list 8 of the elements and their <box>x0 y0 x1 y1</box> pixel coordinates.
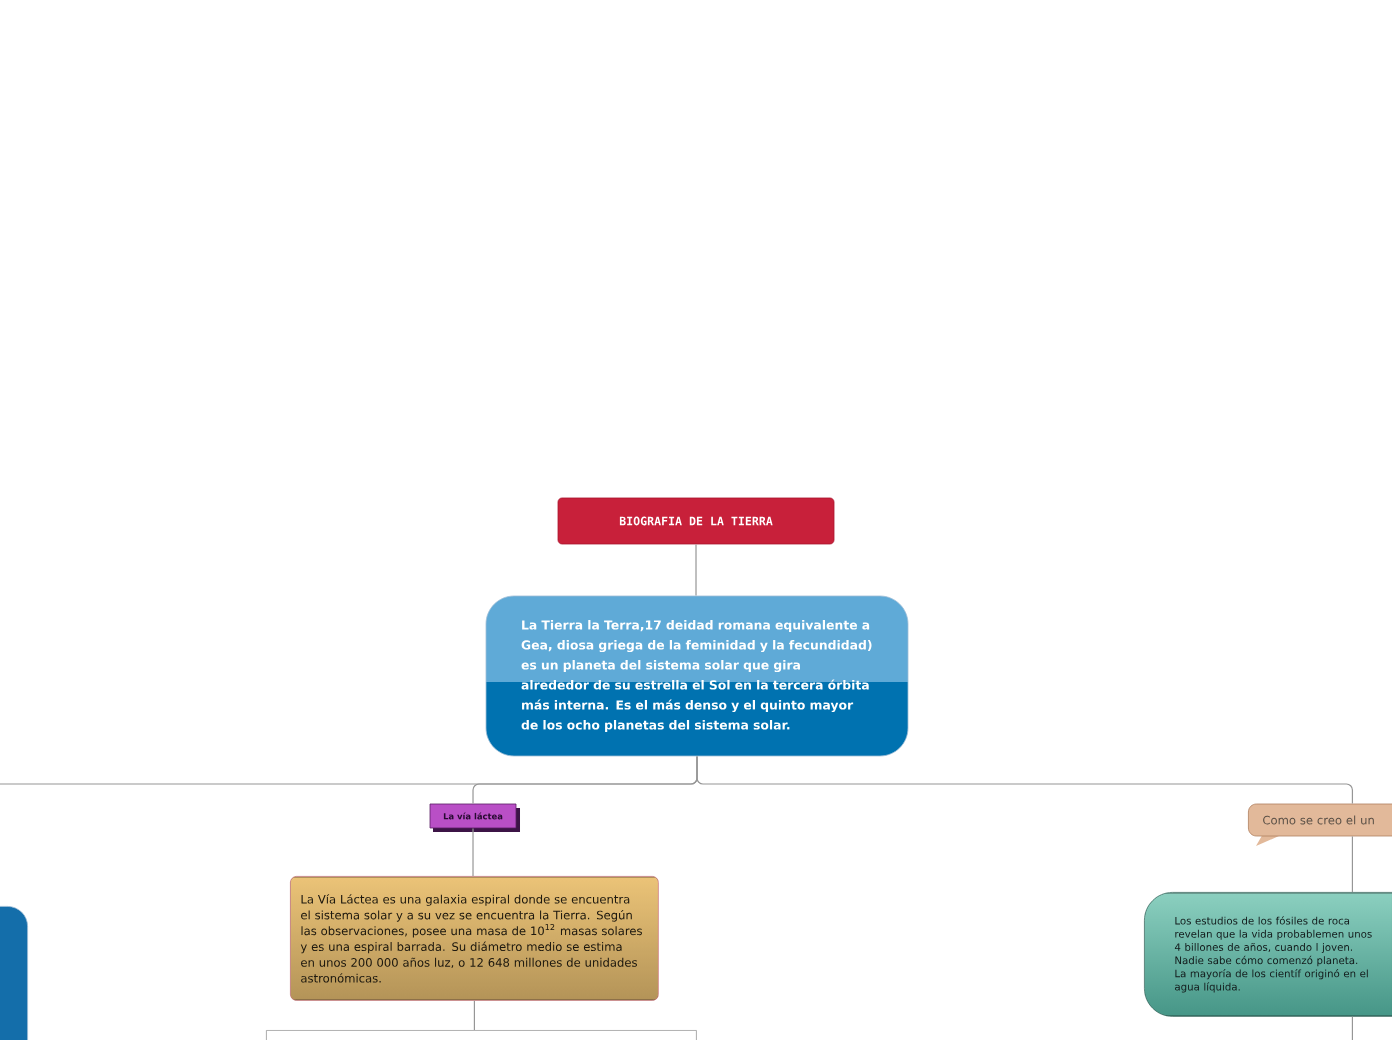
topic-box <box>266 1030 697 1040</box>
connector <box>1351 1016 1353 1040</box>
connector <box>472 827 474 877</box>
connector <box>695 543 697 597</box>
connector <box>696 755 1353 805</box>
connector <box>473 1000 475 1031</box>
connector <box>1351 835 1353 893</box>
topic-box <box>0 906 28 1040</box>
